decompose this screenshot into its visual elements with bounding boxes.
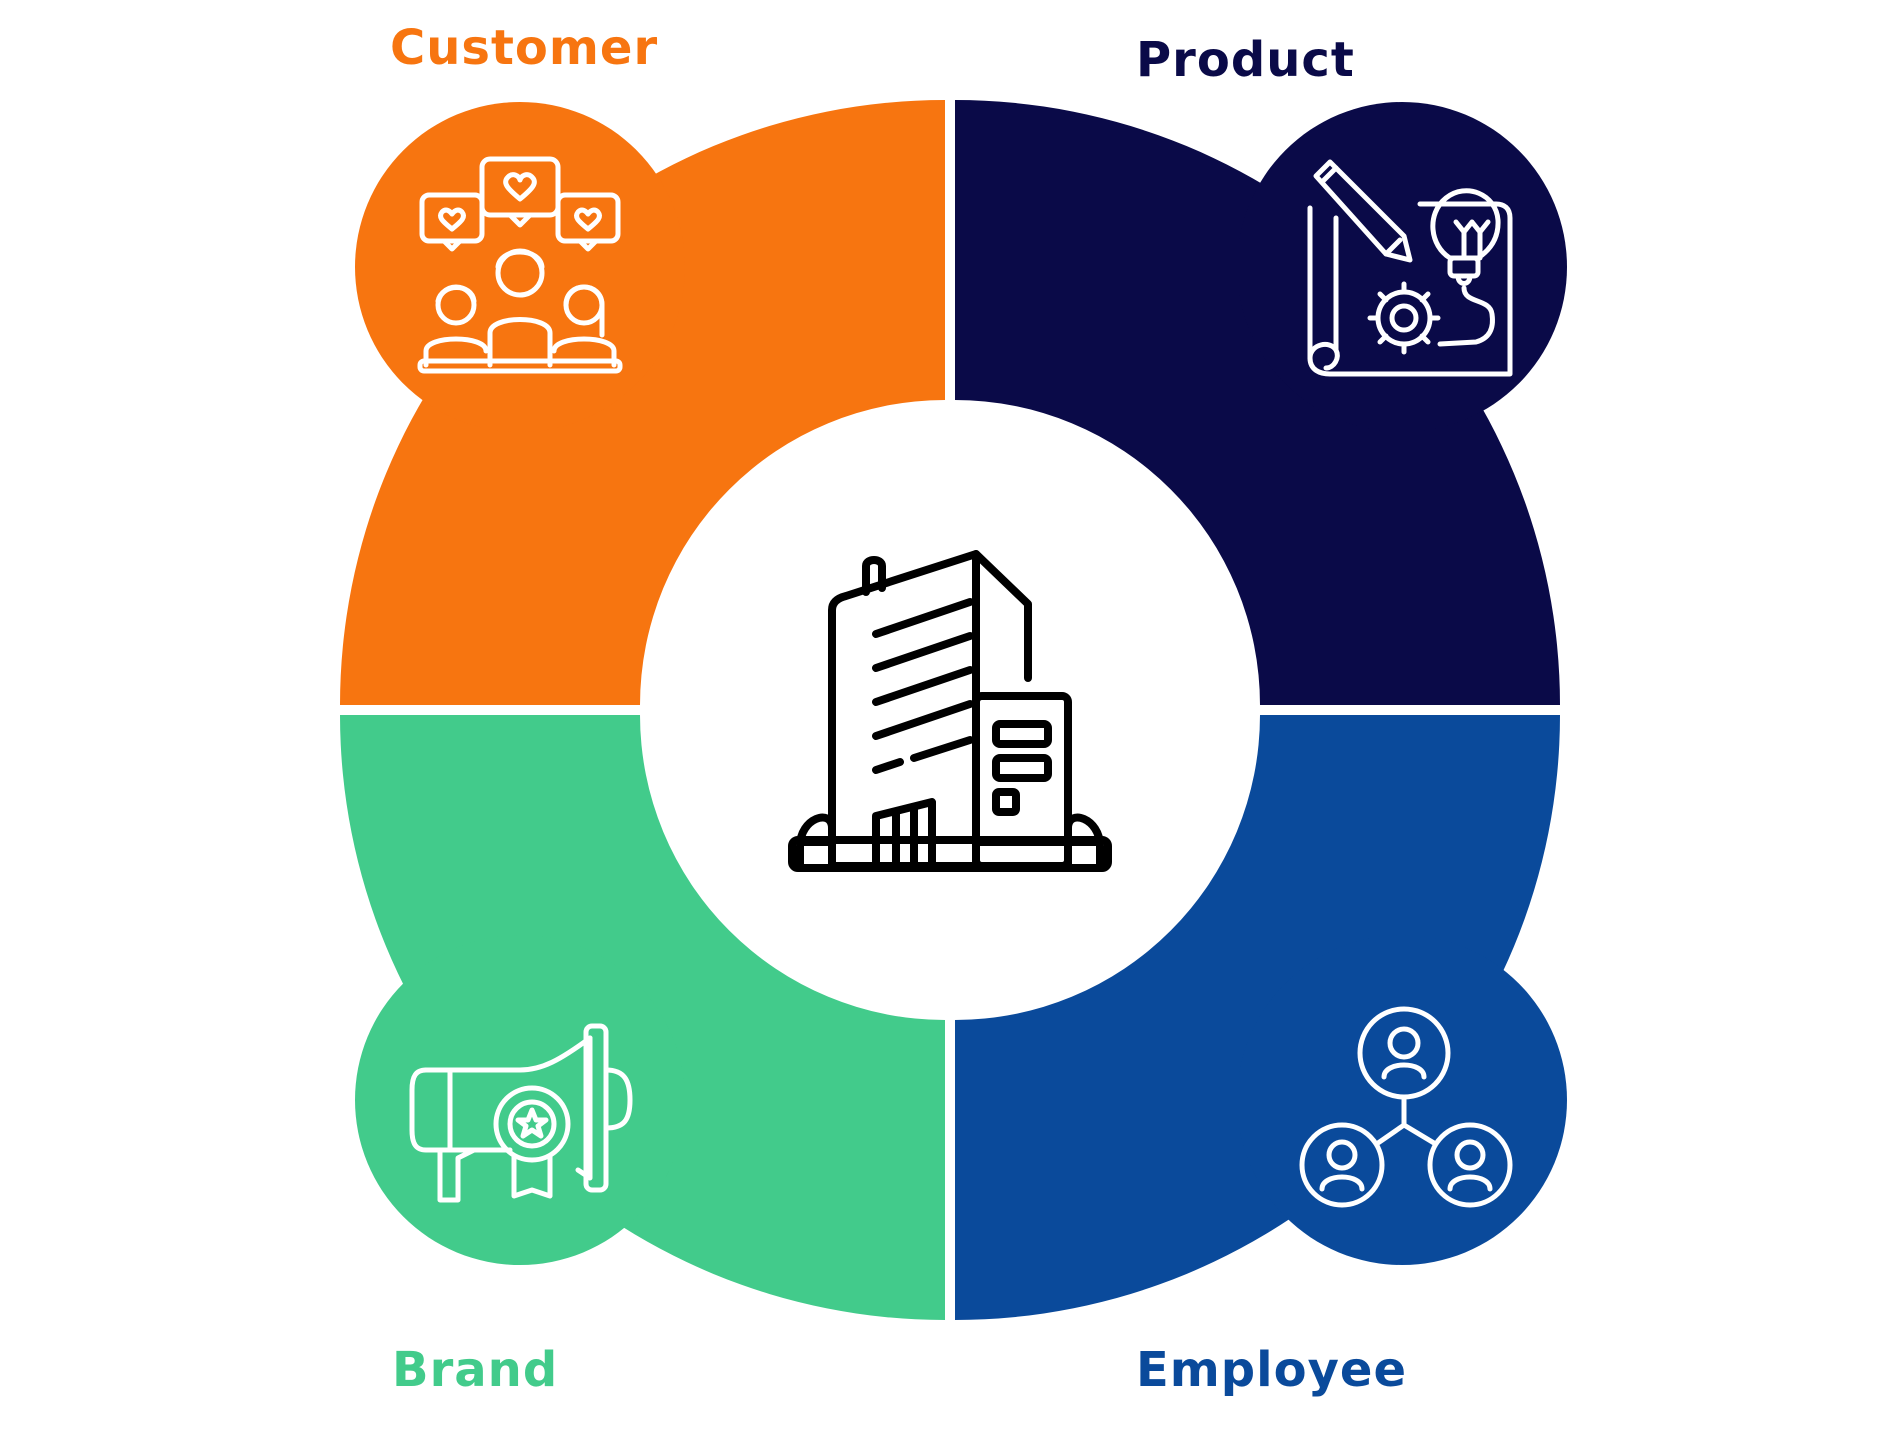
customer-love-icon	[417, 156, 623, 374]
label-product: Product	[1136, 32, 1355, 88]
segment-customer	[340, 100, 945, 705]
office-building-icon	[788, 550, 1112, 872]
segment-customer-badge	[355, 102, 685, 432]
segment-product-ring	[955, 100, 1560, 705]
segment-employee-ring	[955, 715, 1560, 1320]
brand-megaphone-icon	[409, 1023, 633, 1203]
segment-brand-badge	[355, 935, 685, 1265]
employee-network-icon	[1299, 1006, 1513, 1208]
label-brand: Brand	[392, 1342, 559, 1398]
product-design-icon	[1307, 159, 1513, 377]
label-customer: Customer	[390, 20, 659, 76]
segment-product	[955, 100, 1567, 705]
segment-customer-ring	[340, 100, 945, 705]
label-employee: Employee	[1136, 1342, 1407, 1398]
segment-product-badge	[1237, 102, 1567, 432]
